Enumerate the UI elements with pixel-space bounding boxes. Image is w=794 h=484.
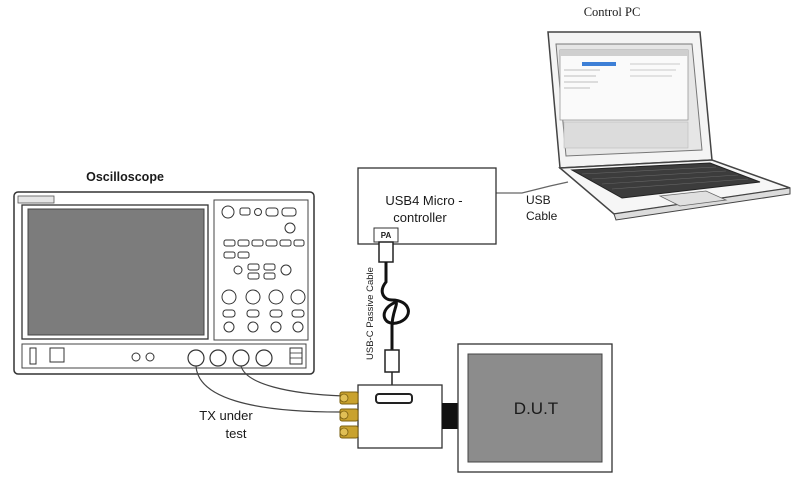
usb-port-front	[49, 347, 65, 363]
tx-under-test-label-2: test	[226, 426, 247, 441]
channel-inputs	[187, 349, 273, 367]
microcontroller-label-1: USB4 Micro -	[385, 193, 462, 208]
channel-3-input	[232, 349, 250, 367]
laptop-base-edge	[613, 187, 791, 221]
sma-connector-3	[339, 425, 359, 439]
laptop-app-window	[559, 49, 689, 121]
test-fixture	[339, 384, 458, 449]
usb-c-passive-cable: USB-C Passive Cable	[365, 241, 410, 386]
sma-connector-2	[339, 408, 359, 422]
microcontroller-port-label: PA	[381, 231, 392, 240]
device-under-test: D.U.T	[457, 343, 613, 473]
tx-under-test-label-1: TX under	[199, 408, 253, 423]
usb-cable-label-1: USB	[526, 193, 551, 207]
coax-cable-1	[195, 365, 341, 413]
channel-4-input	[255, 349, 273, 367]
laptop-app-selection	[582, 62, 616, 66]
oscilloscope-handle	[17, 195, 55, 204]
usb-cable-label-2: Cable	[526, 209, 558, 223]
coax-cable-2	[240, 365, 345, 397]
oscilloscope-control-panel	[213, 199, 309, 341]
oscilloscope-label: Oscilloscope	[86, 170, 164, 184]
passive-cable-label: USB-C Passive Cable	[365, 267, 376, 360]
control-pc-laptop: Control PC	[547, 5, 791, 221]
channel-2-input	[209, 349, 227, 367]
microcontroller-label-2: controller	[393, 210, 447, 225]
cable-connector-bottom	[384, 349, 400, 373]
usb4-microcontroller: USB4 Micro - controller PA	[357, 167, 497, 245]
cable-connector-top	[378, 241, 394, 263]
usb-cable-line	[496, 181, 569, 194]
laptop-app-lower-pane	[563, 121, 689, 149]
sma-connector-1	[339, 391, 359, 405]
dut-label: D.U.T	[514, 399, 558, 418]
dut-panel	[467, 353, 603, 463]
fixture-dut-connector	[442, 403, 458, 429]
control-pc-label: Control PC	[584, 5, 641, 19]
laptop-app-titlebar	[560, 50, 688, 56]
power-switch	[29, 347, 37, 365]
laptop-touchpad	[658, 190, 728, 207]
channel-1-input	[187, 349, 205, 367]
cable-loop	[380, 262, 410, 350]
fixture-usb-c-receptacle	[375, 393, 413, 404]
oscilloscope-screen	[27, 208, 205, 336]
aux-buttons	[289, 347, 303, 365]
oscilloscope: Oscilloscope	[13, 170, 315, 375]
